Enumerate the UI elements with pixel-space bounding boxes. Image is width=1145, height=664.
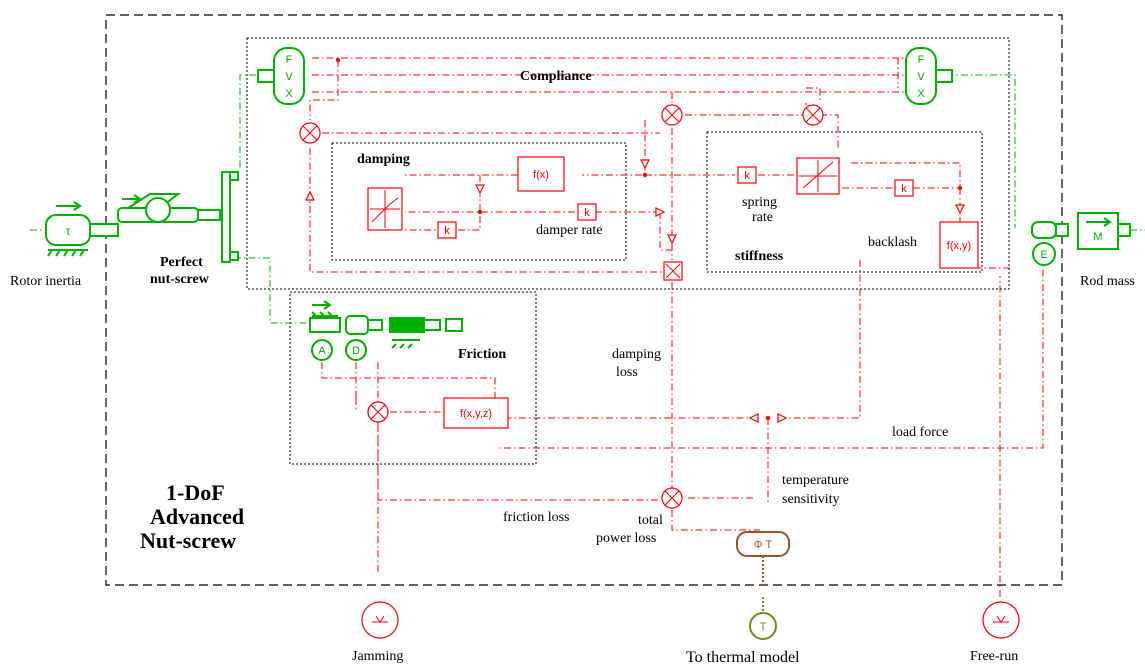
rotor-inertia-label: Rotor inertia xyxy=(10,274,82,289)
svg-text:k: k xyxy=(744,170,750,182)
svg-text:X: X xyxy=(285,88,293,100)
mass-icon[interactable]: M xyxy=(1077,212,1131,250)
perfect-nut-screw-label-2: nut-screw xyxy=(150,272,210,287)
damping-loss-label-2: loss xyxy=(616,365,638,380)
model-title-line-3: Nut-screw xyxy=(140,528,236,553)
function-block-icon[interactable]: f(x) f(x,y) f(x,y,z) xyxy=(443,156,979,429)
nut-screw-node-bar xyxy=(221,171,239,263)
svg-text:k: k xyxy=(584,207,590,219)
svg-text:f(x,y,z): f(x,y,z) xyxy=(460,408,492,420)
damper-rate-label: damper rate xyxy=(536,223,602,238)
jamming-label: Jamming xyxy=(352,649,403,664)
total-power-loss-label-1: total xyxy=(638,513,663,528)
compliance-label: Compliance xyxy=(520,69,592,84)
sum-junction-icon[interactable] xyxy=(299,104,824,509)
perfect-nut-screw-label-1: Perfect xyxy=(160,255,203,270)
product-icon[interactable] xyxy=(663,261,683,281)
model-title-line-1: 1-DoF xyxy=(166,480,225,505)
friction-mechanical-chain[interactable]: A D xyxy=(309,300,463,361)
svg-text:X: X xyxy=(917,88,925,100)
svg-text:f(x): f(x) xyxy=(533,169,549,181)
lookup-table-icon[interactable] xyxy=(367,157,840,231)
temperature-sensitivity-label-2: sensitivity xyxy=(782,492,840,507)
compliance-port-right-icon[interactable]: F V X xyxy=(905,47,953,105)
svg-text:F: F xyxy=(286,54,293,66)
to-thermal-model-label: To thermal model xyxy=(686,649,800,664)
svg-text:T: T xyxy=(760,621,767,633)
svg-text:τ: τ xyxy=(66,224,71,238)
gain-icon[interactable]: k k k k xyxy=(437,166,914,239)
junction-markers xyxy=(305,57,965,423)
spring-rate-label-1: spring xyxy=(742,195,777,210)
backlash-label: backlash xyxy=(868,235,917,250)
free-run-label: Free-run xyxy=(970,649,1018,664)
total-power-loss-label-2: power loss xyxy=(596,531,656,546)
nut-screw-icon[interactable] xyxy=(117,193,221,223)
damping-frame xyxy=(331,142,627,261)
svg-text:D: D xyxy=(352,345,360,357)
model-title-line-2: Advanced xyxy=(150,504,244,529)
mechanical-links xyxy=(30,74,1145,324)
svg-text:V: V xyxy=(285,71,293,83)
rod-coupler-icon[interactable]: E xyxy=(1031,221,1069,266)
rod-mass-label: Rod mass xyxy=(1080,274,1135,289)
svg-text:k: k xyxy=(444,225,450,237)
damping-label: damping xyxy=(357,152,410,167)
friction-loss-label: friction loss xyxy=(503,510,570,525)
compliance-frame xyxy=(246,37,1010,290)
temperature-sensitivity-label-1: temperature xyxy=(782,473,849,488)
thermal-source-icon[interactable]: Φ T xyxy=(736,531,790,585)
friction-frame xyxy=(289,291,537,465)
free-run-signal-source-icon[interactable] xyxy=(982,601,1020,639)
signal-lines xyxy=(309,57,1044,597)
svg-text:k: k xyxy=(901,183,907,195)
stiffness-label: stiffness xyxy=(735,249,784,264)
rotor-inertia-icon[interactable]: τ xyxy=(45,201,119,257)
svg-text:Φ T: Φ T xyxy=(754,539,773,551)
thermal-port-icon[interactable]: T xyxy=(749,597,777,640)
load-force-label: load force xyxy=(892,425,948,440)
model-boundary xyxy=(105,14,1063,586)
damping-loss-label-1: damping xyxy=(612,347,661,362)
svg-text:M: M xyxy=(1093,231,1102,243)
svg-text:A: A xyxy=(318,345,326,357)
stiffness-frame xyxy=(706,131,983,273)
svg-text:V: V xyxy=(917,71,925,83)
svg-text:f(x,y): f(x,y) xyxy=(947,240,971,252)
svg-text:F: F xyxy=(918,54,925,66)
svg-text:E: E xyxy=(1040,249,1047,261)
friction-label: Friction xyxy=(458,347,506,362)
jamming-signal-source-icon[interactable] xyxy=(361,601,399,639)
compliance-port-left-icon[interactable]: F V X xyxy=(257,47,305,105)
spring-rate-label-2: rate xyxy=(752,210,773,225)
